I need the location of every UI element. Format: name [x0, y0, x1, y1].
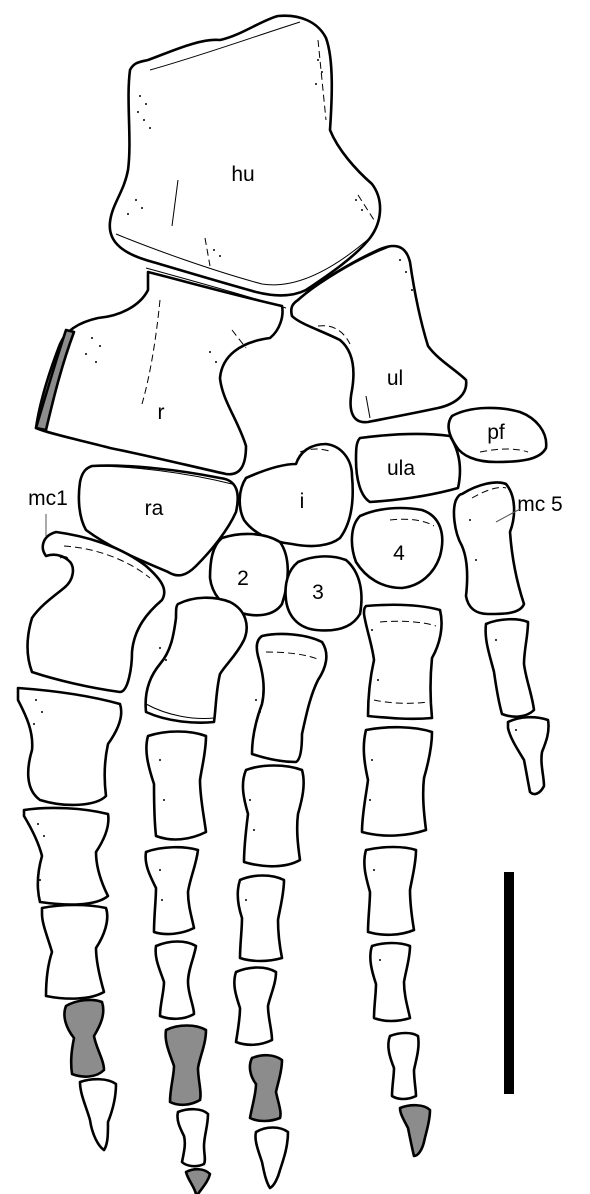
label-mc1: mc1: [28, 487, 68, 510]
label-intermedium: i: [300, 490, 305, 513]
intermedium: [240, 444, 353, 546]
humerus: [110, 16, 380, 296]
digit-1-phalanges: [18, 688, 121, 1150]
digit-5-phalanges: [486, 619, 549, 794]
label-ulnare: ula: [387, 457, 415, 480]
label-carpal-2: 2: [237, 567, 249, 590]
digit-4-phalanges: [362, 727, 432, 1156]
metacarpal-5: [454, 482, 524, 614]
digit-2-phalanges: [146, 732, 210, 1194]
radius: [36, 268, 286, 474]
metacarpal-4: [364, 605, 442, 719]
label-radiale: ra: [145, 497, 164, 520]
scale-bar: [504, 872, 514, 1094]
label-carpal-4: 4: [393, 542, 405, 565]
label-mc5: mc 5: [517, 493, 563, 516]
metacarpal-3: [252, 634, 326, 762]
label-ulna: ul: [387, 367, 403, 390]
label-radius: r: [158, 401, 165, 424]
label-carpal-3: 3: [312, 581, 324, 604]
label-humerus: hu: [231, 163, 254, 186]
digit-3-phalanges: [234, 766, 303, 1189]
metacarpal-2: [146, 598, 247, 723]
label-pisiform: pf: [487, 421, 505, 444]
